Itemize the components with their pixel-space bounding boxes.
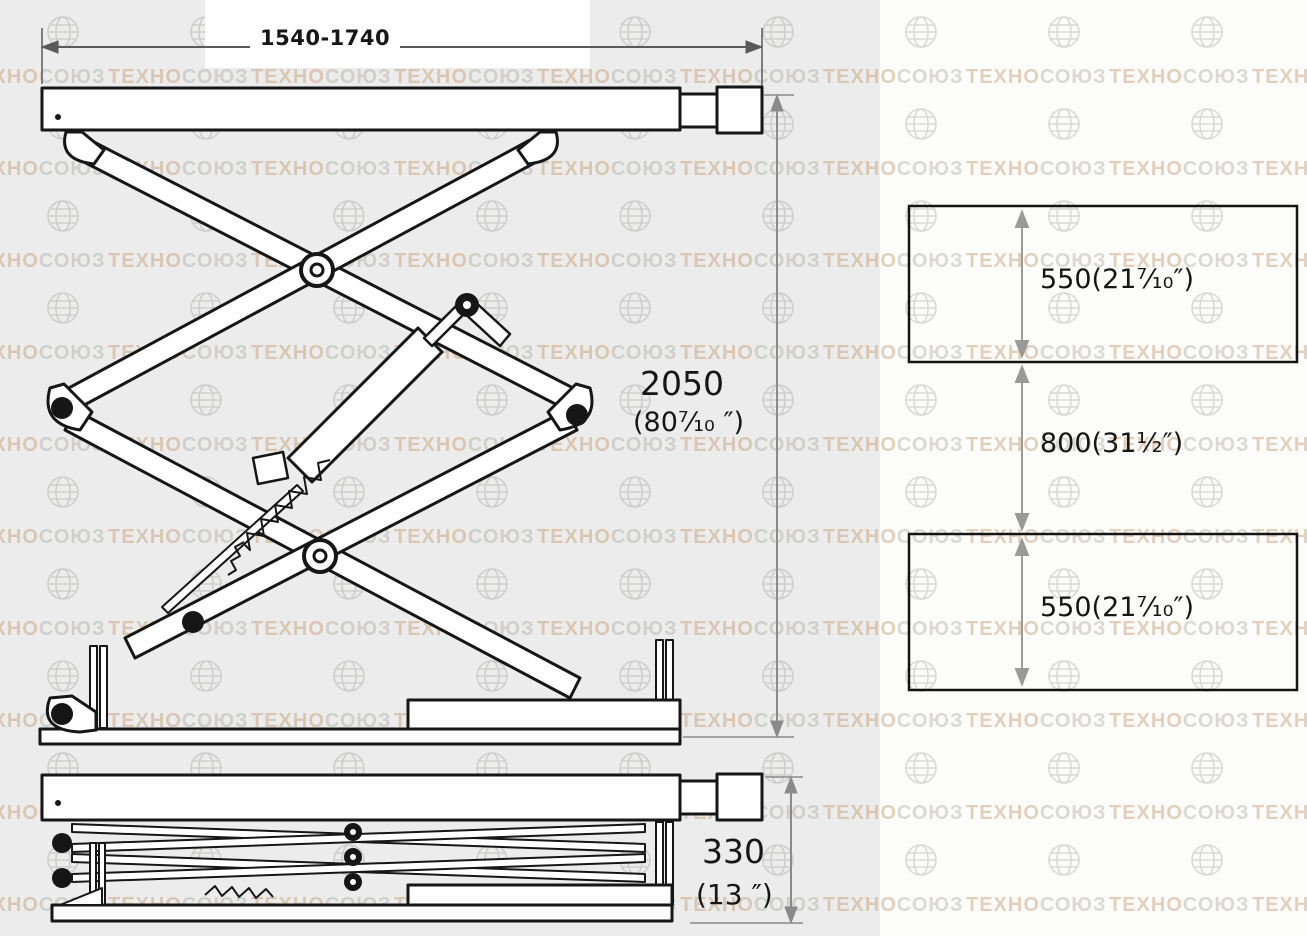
platform-section-dimensions [1014, 209, 1030, 687]
dim-width-range-label: 1540-1740 [250, 25, 401, 51]
arrow-up-icon [1014, 537, 1030, 556]
hydraulic-cylinder [286, 326, 444, 484]
lift-platform [40, 86, 682, 132]
safety-bar [161, 484, 304, 614]
platform-section-top-box [907, 204, 1299, 364]
lift-platform-collapsed [40, 773, 682, 822]
dim-platform-middle-section-label: 800(31¹⁄₂″) [1040, 428, 1184, 459]
platform-section-bottom-box [907, 532, 1299, 692]
lift-collapsed-view [40, 772, 764, 923]
base-block-collapsed [406, 883, 674, 907]
width-dimension [40, 28, 764, 86]
spring [244, 459, 331, 551]
collapsed-height-dimension [690, 775, 803, 925]
arrow-up-icon [770, 93, 784, 112]
dim-raised-height-mm-label: 2050 [640, 364, 724, 403]
lift-raised-view [38, 85, 764, 746]
dim-collapsed-height-in-label: (13 ″) [696, 878, 773, 911]
base-block [406, 698, 682, 731]
dim-collapsed-height-mm-label: 330 [702, 832, 765, 871]
dim-platform-bottom-section-label: 550(21⁷⁄₁₀″) [1040, 592, 1195, 623]
dim-raised-height-in-label: (80⁷⁄₁₀ ″) [633, 407, 745, 438]
arrow-down-icon [1014, 513, 1030, 532]
arrow-up-icon [784, 775, 798, 794]
raised-height-dimension [683, 93, 794, 739]
platform-extension [715, 85, 764, 135]
base-plate-collapsed [50, 903, 674, 923]
base-plate [38, 727, 682, 746]
arrow-down-icon [770, 720, 784, 739]
dim-platform-top-section-label: 550(21⁷⁄₁₀″) [1040, 264, 1195, 295]
arrow-down-icon [1014, 340, 1030, 359]
arrow-up-icon [1014, 209, 1030, 228]
right-panel-background [880, 0, 1307, 936]
spring-collapsed [204, 885, 274, 899]
arrow-down-icon [784, 906, 798, 925]
arrow-left-icon [40, 40, 59, 54]
arrow-right-icon [745, 40, 764, 54]
arrow-down-icon [1014, 668, 1030, 687]
arrow-up-icon [1014, 364, 1030, 383]
platform-section-boxes [907, 204, 1299, 692]
